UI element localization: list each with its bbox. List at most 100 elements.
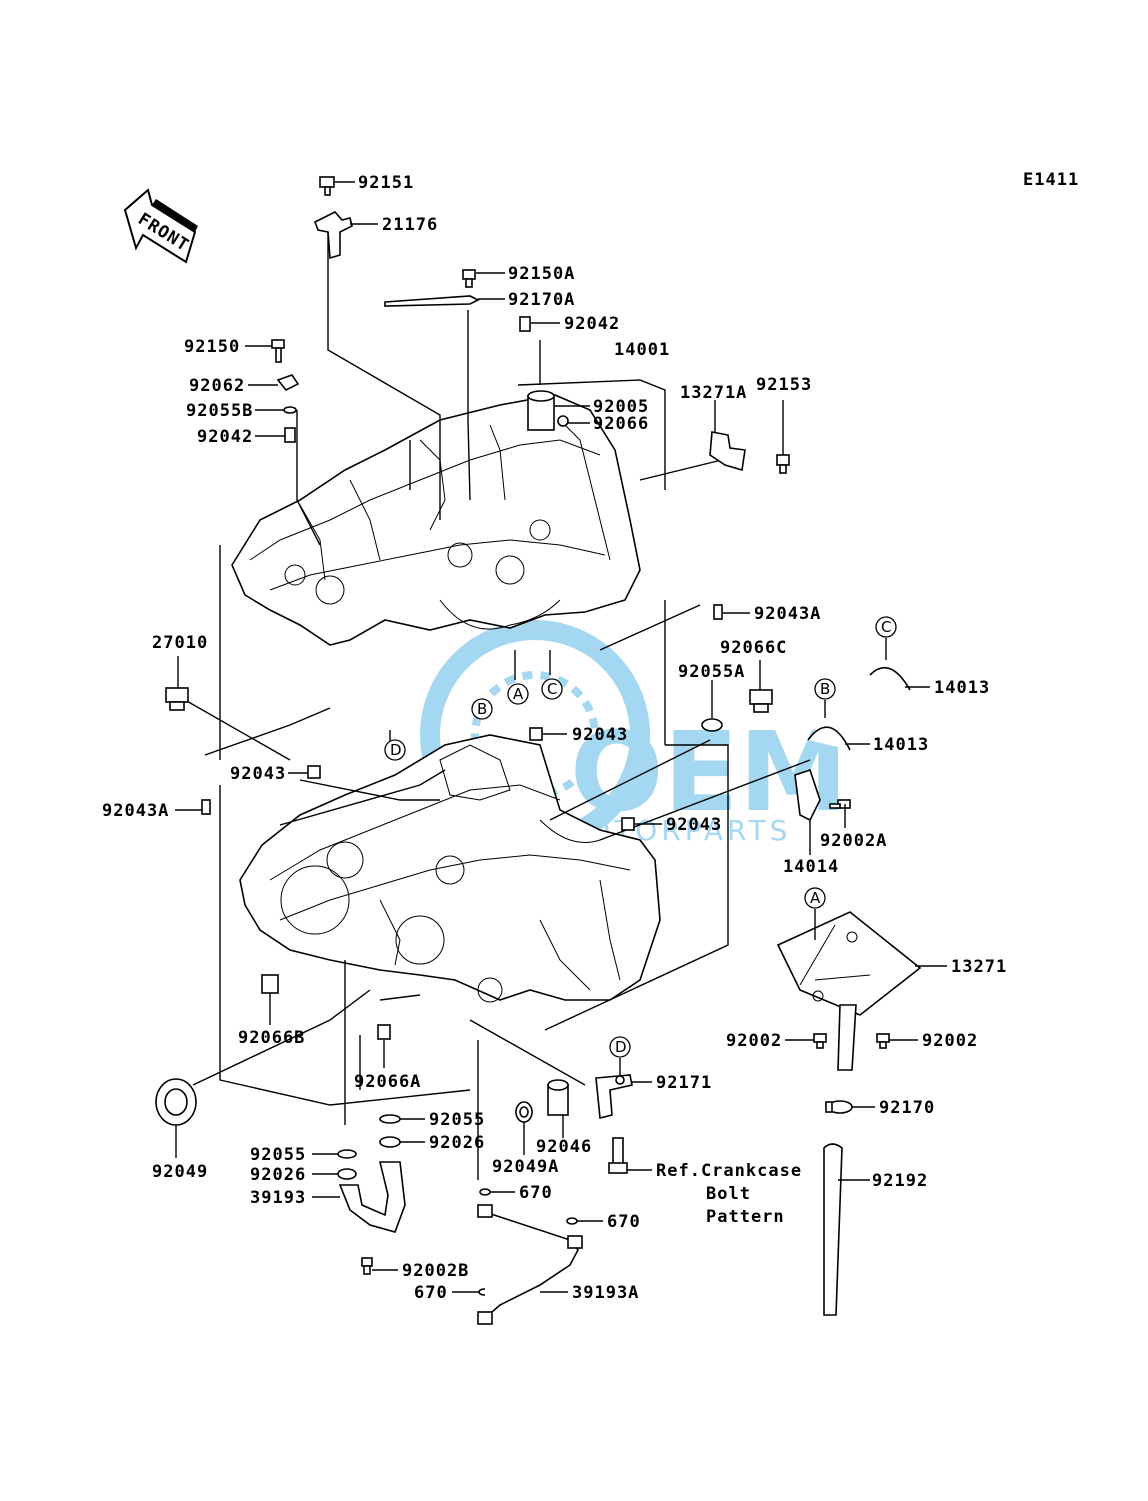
ref-note-line1: Ref.Crankcase	[656, 1161, 802, 1181]
seal-92049-icon	[155, 1078, 197, 1126]
callout-92002-right: 92002	[922, 1031, 978, 1051]
seal-92049A-icon	[515, 1101, 533, 1123]
dowel-92043-mid-icon	[529, 727, 543, 741]
callout-92049A: 92049A	[492, 1157, 559, 1177]
marker-a-plate: A	[804, 887, 826, 909]
fitting-92062-icon	[276, 374, 300, 392]
callout-92171: 92171	[656, 1073, 712, 1093]
plate-13271-icon	[776, 911, 922, 1016]
callout-670-c: 670	[414, 1283, 448, 1303]
bracket-92171-icon	[595, 1074, 633, 1120]
oring-92055-a-icon	[379, 1114, 401, 1124]
bolt-92150-icon	[271, 339, 285, 363]
marker-b-right: B	[814, 678, 836, 700]
bolt-92002B-icon	[361, 1257, 373, 1275]
oring-92055B-icon	[283, 406, 297, 414]
callout-14013-top: 14013	[934, 678, 990, 698]
bearing-92046-icon	[547, 1079, 569, 1116]
callout-670-b: 670	[607, 1212, 641, 1232]
bolt-92150A-icon	[462, 269, 476, 288]
bolt-92002A-icon	[829, 799, 851, 809]
callout-92055B: 92055B	[186, 401, 253, 421]
callout-92153: 92153	[756, 375, 812, 395]
bolt-92002-left-icon	[813, 1033, 827, 1049]
dowel-92042-icon	[519, 316, 531, 332]
pipe-39193A-icon	[477, 1204, 583, 1325]
bracket-13271A-icon	[709, 431, 746, 472]
diagram-code: E1411	[1023, 170, 1079, 190]
bearing-14013-mid-icon	[807, 726, 851, 751]
plug-92066A-icon	[377, 1024, 391, 1040]
markers: A C B D C B A D	[384, 616, 897, 1058]
callout-14013-mid: 14013	[873, 735, 929, 755]
callout-92066A: 92066A	[354, 1072, 421, 1092]
pipe-strainer-icon	[837, 1004, 857, 1071]
svg-text:C: C	[881, 618, 891, 636]
callout-92042-left: 92042	[197, 427, 253, 447]
marker-b-upper: B	[471, 698, 493, 720]
marker-a-upper: A	[507, 683, 529, 705]
oring-92055A-icon	[701, 718, 723, 732]
oring-670-a-icon	[479, 1188, 491, 1196]
callout-92046: 92046	[536, 1137, 592, 1157]
clamp-92170-icon	[825, 1100, 853, 1114]
callout-92026-b: 92026	[250, 1165, 306, 1185]
callout-14014: 14014	[783, 857, 839, 877]
callout-92049: 92049	[152, 1162, 208, 1182]
callout-92170: 92170	[879, 1098, 935, 1118]
oring-92055-b-icon	[337, 1149, 357, 1159]
callout-92150A: 92150A	[508, 264, 575, 284]
callout-92043-mid: 92043	[572, 725, 628, 745]
callout-13271: 13271	[951, 957, 1007, 977]
dowel-92042-left-icon	[284, 427, 296, 443]
callout-21176: 21176	[382, 215, 438, 235]
svg-text:A: A	[810, 889, 821, 907]
strap-92170A-icon	[384, 295, 480, 307]
dowel-92043A-left-icon	[201, 799, 211, 815]
callout-92066: 92066	[593, 414, 649, 434]
callout-27010: 27010	[152, 633, 208, 653]
hose-92192-icon	[823, 1143, 843, 1316]
callout-92055-a: 92055	[429, 1110, 485, 1130]
callout-92043-right: 92043	[666, 815, 722, 835]
small-parts	[155, 176, 922, 1325]
upper-crankcase	[231, 394, 641, 646]
callout-92042-top: 92042	[564, 314, 620, 334]
bolt-crankcase-ref-icon	[608, 1137, 628, 1174]
plug-92066-icon	[557, 415, 569, 427]
ref-note-line2: Bolt	[706, 1184, 751, 1204]
bearing-14013-top-icon	[869, 666, 911, 691]
callout-92043A-left: 92043A	[102, 801, 169, 821]
callout-labels: 92151 21176 92150A 92170A 92042 14001 92…	[102, 173, 1007, 1303]
callout-92150: 92150	[184, 337, 240, 357]
marker-d-lower: D	[384, 739, 406, 761]
svg-text:D: D	[390, 741, 402, 759]
callout-92026-a: 92026	[429, 1133, 485, 1153]
front-arrow-icon: FRONT	[123, 188, 198, 264]
callout-lines	[175, 181, 947, 1293]
callout-92170A: 92170A	[508, 290, 575, 310]
callout-92005: 92005	[593, 397, 649, 417]
plug-92066C-icon	[749, 689, 773, 713]
dowel-92043A-right-icon	[713, 604, 723, 620]
plug-92066B-icon	[261, 974, 279, 994]
callout-92066C: 92066C	[720, 638, 787, 658]
lower-crankcase	[239, 734, 661, 1003]
washer-92026-a-icon	[379, 1136, 401, 1148]
fitting-92005-icon	[527, 390, 555, 431]
dowel-92043-right-icon	[621, 817, 635, 831]
svg-text:A: A	[513, 685, 524, 703]
callout-670-a: 670	[519, 1183, 553, 1203]
svg-text:B: B	[820, 680, 830, 698]
callout-92043-left: 92043	[230, 764, 286, 784]
pipe-39193-icon	[338, 1161, 406, 1233]
marker-c-right: C	[875, 616, 897, 638]
switch-27010-icon	[165, 687, 189, 711]
callout-92066B: 92066B	[238, 1028, 305, 1048]
sensor-21176-icon	[313, 211, 353, 260]
callout-92192: 92192	[872, 1171, 928, 1191]
bolt-92153-icon	[776, 454, 790, 474]
ref-note-line3: Pattern	[706, 1207, 785, 1227]
